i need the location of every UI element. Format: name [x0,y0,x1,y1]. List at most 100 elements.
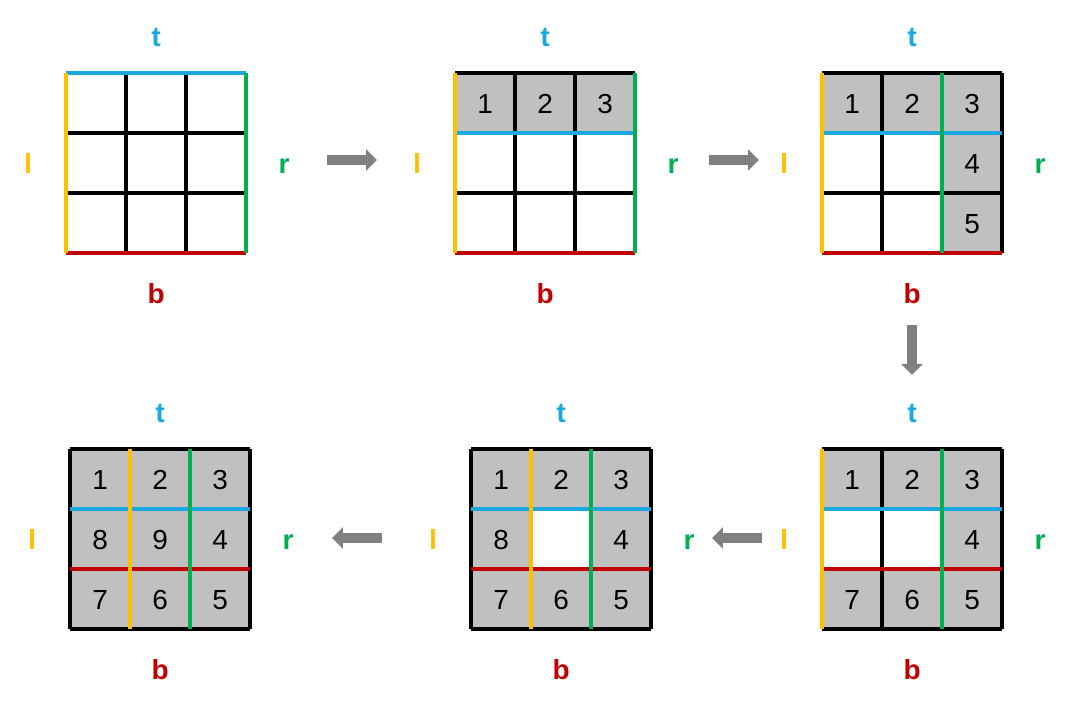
cell-number: 2 [152,464,168,495]
cell-number: 3 [597,88,613,119]
empty-cell [515,133,575,193]
bottom-label: b [552,654,569,685]
filled-cell [822,73,882,133]
empty-cell [822,193,882,253]
filled-cell [70,569,130,629]
cell-number: 2 [553,464,569,495]
top-label: t [151,21,160,52]
arrow-shape [712,527,762,549]
cell-number: 6 [152,584,168,615]
cell-number: 4 [964,524,980,555]
filled-cell [190,449,250,509]
arrow-left-icon [332,527,382,549]
filled-cell [591,509,651,569]
cell-number: 5 [964,584,980,615]
cell-number: 3 [964,88,980,119]
cell-number: 7 [92,584,108,615]
cell-number: 1 [92,464,108,495]
filled-cell [531,569,591,629]
filled-cell [591,569,651,629]
top-label: t [907,21,916,52]
cell-number: 4 [212,524,228,555]
left-label: l [413,148,421,179]
cell-number: 6 [553,584,569,615]
cell-number: 8 [92,524,108,555]
filled-cell [822,569,882,629]
filled-cell [70,509,130,569]
left-label: l [780,148,788,179]
cell-number: 9 [152,524,168,555]
empty-cell [822,509,882,569]
filled-cell [882,569,942,629]
filled-cell [515,73,575,133]
empty-cell [575,193,635,253]
empty-cell [126,193,186,253]
bottom-label: b [151,654,168,685]
filled-cell [130,509,190,569]
empty-cell [66,73,126,133]
empty-cell [66,133,126,193]
filled-cell [70,449,130,509]
cell-number: 1 [844,464,860,495]
filled-cell [575,73,635,133]
arrow-shape [709,149,759,171]
arrow-shape [327,149,377,171]
filled-cell [942,569,1002,629]
empty-cell [531,509,591,569]
cell-number: 4 [964,148,980,179]
empty-cell [455,193,515,253]
arrow-shape [901,325,923,375]
right-label: r [283,524,294,555]
cell-number: 3 [613,464,629,495]
left-label: l [28,524,36,555]
cell-number: 3 [964,464,980,495]
empty-cell [186,73,246,133]
left-label: l [429,524,437,555]
filled-cell [471,509,531,569]
empty-cell [126,73,186,133]
arrow-right-icon [327,149,377,171]
top-label: t [907,397,916,428]
matrix-panel-1: t b l r [24,21,289,309]
bottom-label: b [536,278,553,309]
cell-number: 7 [844,584,860,615]
empty-cell [822,133,882,193]
empty-cell [455,133,515,193]
filled-cell [591,449,651,509]
filled-cell [942,509,1002,569]
filled-cell [942,449,1002,509]
cell-number: 4 [613,524,629,555]
cell-number: 1 [844,88,860,119]
right-label: r [279,148,290,179]
empty-cell [575,133,635,193]
filled-cell [471,449,531,509]
filled-cell [190,569,250,629]
bottom-label: b [903,654,920,685]
empty-cell [66,193,126,253]
empty-cell [186,193,246,253]
top-label: t [556,397,565,428]
empty-cell [882,509,942,569]
filled-cell [882,449,942,509]
filled-cell [455,73,515,133]
cell-number: 5 [613,584,629,615]
left-label: l [24,148,32,179]
cell-number: 1 [493,464,509,495]
top-label: t [155,397,164,428]
right-label: r [668,148,679,179]
left-label: l [780,524,788,555]
arrow-left-icon [712,527,762,549]
empty-cell [186,133,246,193]
top-label: t [540,21,549,52]
filled-cell [882,73,942,133]
filled-cell [942,193,1002,253]
bottom-label: b [147,278,164,309]
filled-cell [130,569,190,629]
filled-cell [190,509,250,569]
empty-cell [126,133,186,193]
